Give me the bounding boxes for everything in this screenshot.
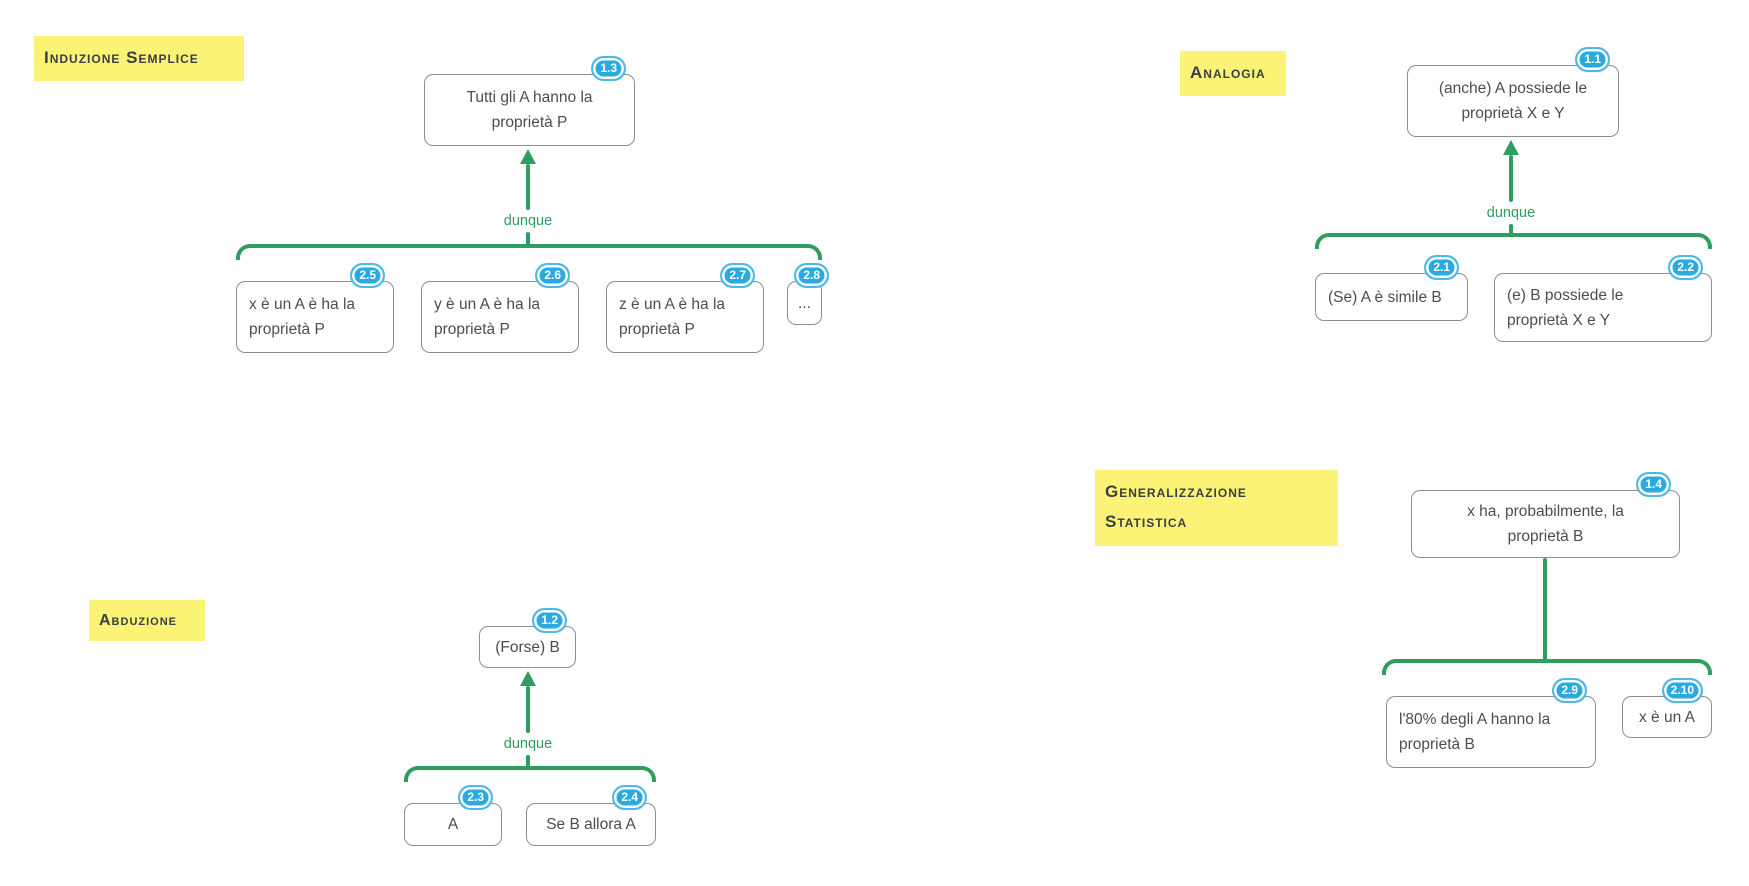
node-text: l'80% degli A hanno la proprietà B [1399, 711, 1551, 753]
connector-label: dunque [488, 735, 568, 753]
node-text: Tutti gli A hanno la proprietà P [466, 89, 593, 131]
arrow-up-icon [520, 149, 536, 164]
node-badge: 1.3 [591, 56, 626, 81]
node-text: A [447, 816, 459, 833]
node-text: x è un A [1638, 708, 1695, 726]
premises-bracket [1382, 659, 1712, 675]
conclusion-node[interactable]: 1.3 Tutti gli A hanno la proprietà P [424, 56, 635, 146]
arrow-up-icon [520, 671, 536, 686]
section-label-induzione[interactable]: Induzione Semplice [34, 36, 244, 81]
node-text: ... [798, 294, 811, 312]
node-text: x ha, probabilmente, la proprietà B [1467, 503, 1624, 545]
node-badge: 2.3 [458, 785, 493, 810]
node-badge: 2.9 [1552, 678, 1587, 703]
premise-node[interactable]: 2.5 x è un A è ha la proprietà P [236, 263, 394, 353]
connector-line [526, 164, 530, 210]
node-badge: 2.8 [794, 263, 829, 288]
premise-node[interactable]: 2.6 y è un A è ha la proprietà P [421, 263, 579, 353]
node-badge: 2.4 [612, 785, 647, 810]
section-label-text: Induzione Semplice [44, 48, 199, 67]
connector-line [526, 686, 530, 733]
connector-label: dunque [488, 212, 568, 230]
connector-line [526, 755, 530, 768]
node-text: (e) B possiede le proprietà X e Y [1507, 286, 1624, 329]
node-text: Se B allora A [546, 816, 636, 833]
node-text: y è un A è ha la proprietà P [434, 296, 541, 338]
connector-line [526, 232, 530, 246]
premises-bracket [236, 244, 822, 260]
node-text: z è un A è ha la proprietà P [619, 296, 726, 338]
node-badge: 2.5 [350, 263, 385, 288]
node-badge: 1.2 [532, 608, 567, 633]
connector-label: dunque [1471, 204, 1551, 222]
premise-node-ellipsis[interactable]: 2.8 ... [787, 263, 829, 325]
premises-bracket [404, 766, 656, 782]
section-label-text: Analogia [1190, 63, 1266, 82]
node-badge: 2.2 [1668, 255, 1703, 280]
conclusion-node[interactable]: 1.4 x ha, probabilmente, la proprietà B [1411, 472, 1680, 558]
premise-node[interactable]: 2.9 l'80% degli A hanno la proprietà B [1386, 678, 1596, 768]
premise-node[interactable]: 2.10 x è un A [1622, 678, 1712, 738]
arrow-up-icon [1503, 140, 1519, 155]
premise-node[interactable]: 2.3 A [404, 785, 502, 846]
node-badge: 2.1 [1424, 255, 1459, 280]
node-badge: 2.7 [720, 263, 755, 288]
node-text: x è un A è ha la proprietà P [249, 296, 356, 338]
premise-node[interactable]: 2.2 (e) B possiede le proprietà X e Y [1494, 255, 1712, 342]
connector-line [1543, 558, 1547, 662]
node-text: (Se) A è simile B [1328, 288, 1442, 306]
connector-line [1509, 224, 1513, 235]
conclusion-node[interactable]: 1.1 (anche) A possiede le proprietà X e … [1407, 47, 1619, 137]
section-label-text: Abduzione [99, 612, 177, 629]
node-text: (anche) A possiede le proprietà X e Y [1438, 80, 1588, 122]
node-badge: 2.6 [535, 263, 570, 288]
node-badge: 1.4 [1636, 472, 1671, 497]
section-label-abduzione[interactable]: Abduzione [89, 600, 205, 641]
node-text: (Forse) B [495, 638, 560, 656]
section-label-text: Generalizzazione Statistica [1105, 482, 1247, 531]
premise-node[interactable]: 2.4 Se B allora A [526, 785, 656, 846]
connector-line [1509, 155, 1513, 202]
conclusion-node[interactable]: 1.2 (Forse) B [479, 608, 576, 668]
node-badge: 2.10 [1661, 678, 1703, 703]
section-label-analogia[interactable]: Analogia [1180, 51, 1286, 96]
premises-bracket [1315, 233, 1712, 249]
node-badge: 1.1 [1575, 47, 1610, 72]
section-label-generalizzazione[interactable]: Generalizzazione Statistica [1095, 470, 1338, 546]
premise-node[interactable]: 2.7 z è un A è ha la proprietà P [606, 263, 764, 353]
premise-node[interactable]: 2.1 (Se) A è simile B [1315, 255, 1468, 321]
